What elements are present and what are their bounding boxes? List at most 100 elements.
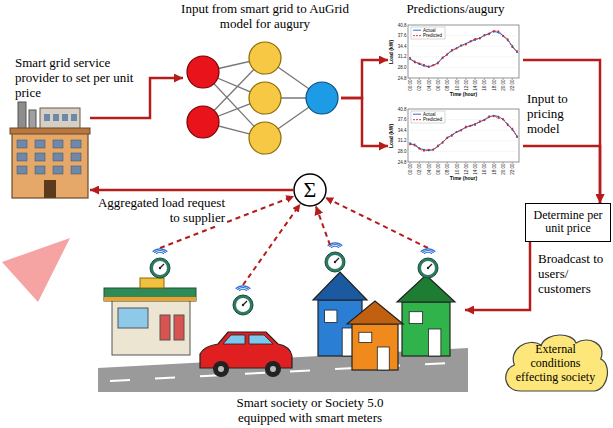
tick-label: 22:00 xyxy=(510,163,515,175)
window xyxy=(35,166,45,174)
legend-text: Actual xyxy=(423,28,445,33)
tick-label: 08:00 xyxy=(445,163,450,175)
predicted-line xyxy=(410,31,517,67)
predicted-marker xyxy=(484,119,486,121)
actual-marker xyxy=(488,116,490,118)
predicted-marker xyxy=(432,64,434,66)
factory-icon xyxy=(10,102,90,198)
input-neuron xyxy=(187,106,219,138)
grid-line xyxy=(408,130,519,131)
flow-arrow xyxy=(523,146,600,203)
tick-label: 24.8 xyxy=(390,160,407,165)
actual-marker xyxy=(460,129,462,131)
actual-marker xyxy=(479,121,481,123)
predicted-line xyxy=(410,116,517,150)
actual-marker xyxy=(442,57,444,59)
predicted-marker xyxy=(470,125,472,127)
actual-marker xyxy=(488,32,490,34)
predicted-marker xyxy=(502,35,504,37)
legend-sample xyxy=(413,30,421,31)
predicted-marker xyxy=(428,149,430,151)
house-body xyxy=(352,324,398,370)
predicted-marker xyxy=(451,49,453,51)
signal-arc xyxy=(331,246,339,248)
tick-label: 06:00 xyxy=(435,79,440,91)
tick-label: 24.8 xyxy=(390,76,407,81)
node-label: Σ xyxy=(304,179,317,201)
predicted-marker xyxy=(456,131,458,133)
window xyxy=(53,166,63,174)
predicted-marker xyxy=(409,57,411,59)
axis-title: Time (hour) xyxy=(408,175,519,181)
flow-arrow xyxy=(90,189,293,192)
window xyxy=(62,114,68,121)
neural-network xyxy=(187,42,338,154)
actual-marker xyxy=(456,47,458,49)
tick-label: 06:00 xyxy=(435,163,440,175)
line-chart xyxy=(408,109,519,164)
actual-marker xyxy=(493,31,495,33)
edge-label: Aggregated load request to supplier xyxy=(95,196,225,226)
meter-link xyxy=(325,197,428,248)
predicted-marker xyxy=(460,130,462,132)
tick-label: 37.6 xyxy=(390,117,407,122)
signal-arc xyxy=(424,252,432,254)
predicted-marker xyxy=(442,57,444,59)
tick-label: 04:00 xyxy=(426,79,431,91)
predicted-marker xyxy=(493,115,495,117)
predicted-marker xyxy=(488,115,490,117)
signal-arc xyxy=(422,251,433,253)
legend-text: Actual xyxy=(423,112,445,117)
predicted-marker xyxy=(437,145,439,147)
actual-marker xyxy=(418,147,420,149)
predicted-marker xyxy=(451,135,453,137)
window xyxy=(35,140,45,148)
society-illustration xyxy=(98,272,468,392)
predicted-marker xyxy=(437,63,439,65)
tick-label: 31.2 xyxy=(390,54,407,59)
window xyxy=(71,166,81,174)
predicted-marker xyxy=(479,38,481,40)
car-body xyxy=(200,332,292,368)
predicted-marker xyxy=(507,124,509,126)
tick-label: 34.4 xyxy=(390,128,407,133)
tick-label: 40.8 xyxy=(390,23,407,28)
tick-label: 00:00 xyxy=(408,163,413,175)
predicted-marker xyxy=(488,33,490,35)
tick-label: 40.8 xyxy=(390,107,407,112)
meter-hub xyxy=(334,261,336,263)
smart-meter xyxy=(325,243,345,272)
actual-marker xyxy=(428,66,430,68)
house-body xyxy=(402,302,450,356)
window xyxy=(44,114,50,121)
actual-marker xyxy=(479,37,481,39)
output-neuron xyxy=(306,82,338,114)
predicted-marker xyxy=(474,124,476,126)
grid-line xyxy=(408,46,519,47)
predicted-marker xyxy=(456,48,458,50)
window xyxy=(71,153,81,161)
predicted-marker xyxy=(512,128,514,130)
actual-marker xyxy=(442,141,444,143)
tick-label: 12:00 xyxy=(463,163,468,175)
grid-line xyxy=(408,67,519,68)
road-marking xyxy=(245,373,265,374)
tick-label: 10:00 xyxy=(454,79,459,91)
node-caption: Smart grid service provider to set per u… xyxy=(15,56,150,101)
chart-node: Predictions/auguryLoad (kW)Time (hour)Ac… xyxy=(388,22,523,98)
chart-heading: Predictions/augury xyxy=(383,2,528,17)
actual-marker xyxy=(507,123,509,125)
tick-label: 02:00 xyxy=(417,79,422,91)
actual-marker xyxy=(507,39,509,41)
axis-title: Time (hour) xyxy=(408,91,519,97)
tick-label: 18:00 xyxy=(491,163,496,175)
hidden-neuron xyxy=(249,82,281,114)
predicted-marker xyxy=(470,40,472,42)
predicted-marker xyxy=(502,118,504,120)
car-window xyxy=(223,335,245,344)
house-window xyxy=(409,312,422,324)
meter-face xyxy=(328,255,342,269)
meter-hub xyxy=(159,267,161,269)
door xyxy=(44,180,56,198)
meter-ring xyxy=(325,252,345,272)
